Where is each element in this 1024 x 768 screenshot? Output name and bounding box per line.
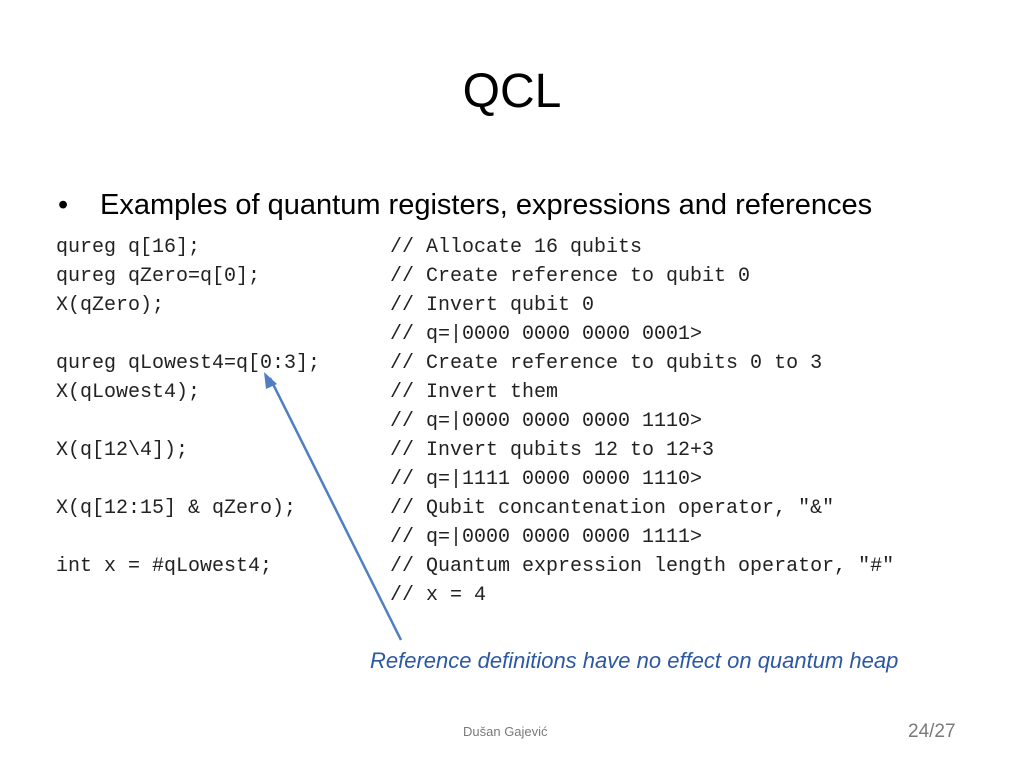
slide-number: 24/27 [908,721,956,742]
code-statement: qureg qLowest4=q[0:3]; [56,352,321,375]
code-statement: qureg qZero=q[0]; [56,265,261,288]
code-comment: // Qubit concantenation operator, "&" [390,497,835,520]
code-statement: X(qZero); [56,294,165,317]
code-statement: X(q[12:15] & qZero); [56,497,297,520]
code-comment: // q=|0000 0000 0000 1111> [390,526,703,549]
code-statement: qureg q[16]; [56,236,201,259]
code-comment: // Create reference to qubits 0 to 3 [390,352,823,375]
bullet-dot-icon: • [58,189,69,221]
code-statement: X(qLowest4); [56,381,201,404]
code-comment: // q=|0000 0000 0000 1110> [390,410,703,433]
footer-author: Dušan Gajević [463,724,548,739]
code-comment: // q=|1111 0000 0000 1110> [390,468,703,491]
code-comment: // Allocate 16 qubits [390,236,643,259]
code-comment: // Invert them [390,381,559,404]
code-comment: // q=|0000 0000 0000 0001> [390,323,703,346]
code-comment: // Quantum expression length operator, "… [390,555,895,578]
code-comment: // Invert qubits 12 to 12+3 [390,439,715,462]
bullet-text: Examples of quantum registers, expressio… [100,189,873,221]
annotation-note: Reference definitions have no effect on … [370,648,899,673]
code-comment: // x = 4 [390,584,487,607]
slide-title: QCL [462,65,562,118]
code-comment: // Create reference to qubit 0 [390,265,751,288]
code-statement: int x = #qLowest4; [56,555,273,578]
bullet-item: • Examples of quantum registers, expressi… [58,186,872,224]
code-statement: X(q[12\4]); [56,439,189,462]
code-comment: // Invert qubit 0 [390,294,595,317]
